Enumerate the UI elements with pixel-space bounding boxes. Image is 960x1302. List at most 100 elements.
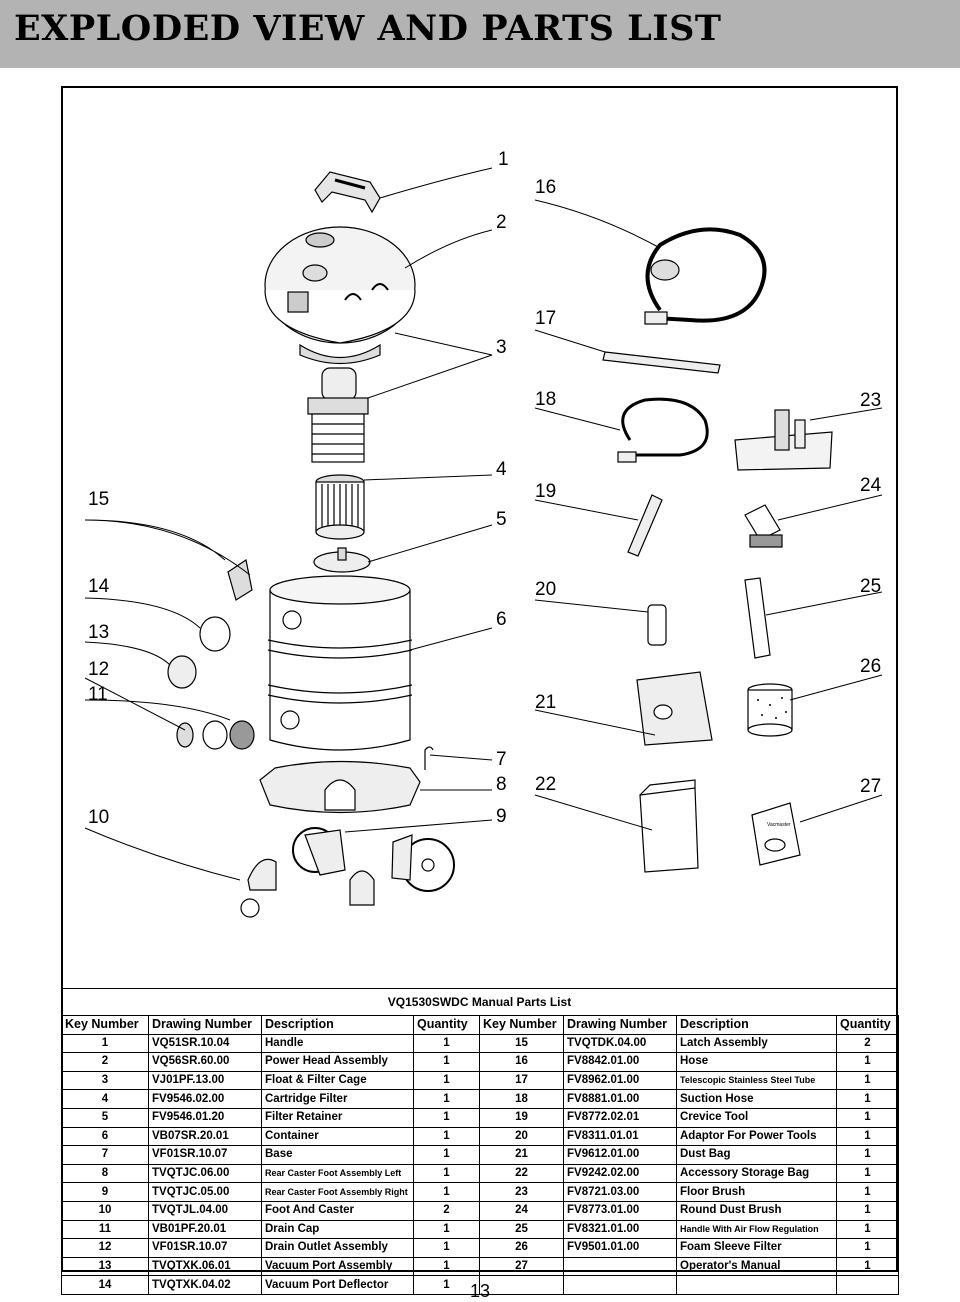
key-number-cell: 6 xyxy=(61,1126,149,1147)
drawing-number-cell: FV8842.01.00 xyxy=(563,1052,677,1072)
key-number-cell: 7 xyxy=(61,1145,149,1165)
callout-2: 2 xyxy=(496,212,507,233)
title-bar: EXPLODED VIEW AND PARTS LIST xyxy=(0,0,960,68)
key-number-cell: 16 xyxy=(479,1052,564,1072)
quantity-cell: 1 xyxy=(836,1070,899,1091)
quantity-cell: 1 xyxy=(836,1126,899,1147)
suction-hose-part xyxy=(617,397,709,463)
drawing-number-cell: VB01PF.20.01 xyxy=(148,1219,262,1240)
handle-part xyxy=(314,171,381,214)
parts-table: Key Number Drawing Number Description Qu… xyxy=(61,1015,899,1295)
callout-25: 25 xyxy=(860,576,881,597)
callout-10: 10 xyxy=(88,807,109,828)
drawing-number-cell: FV8773.01.00 xyxy=(563,1200,677,1221)
callout-27: 27 xyxy=(860,776,881,797)
quantity-cell: 1 xyxy=(836,1089,899,1109)
key-number-cell: 24 xyxy=(479,1200,564,1221)
callout-12: 12 xyxy=(88,659,109,680)
base-part xyxy=(259,760,421,814)
drawing-number-cell: VB07SR.20.01 xyxy=(148,1126,262,1147)
quantity-cell: 1 xyxy=(413,1052,480,1072)
drawing-number-cell: TVQTJC.06.00 xyxy=(148,1163,262,1184)
header-drawing-number: Drawing Number xyxy=(563,1015,677,1035)
key-number-cell: 10 xyxy=(61,1200,149,1221)
quantity-cell: 1 xyxy=(836,1163,899,1184)
key-number-cell: 8 xyxy=(61,1163,149,1184)
key-number-cell: 14 xyxy=(61,1275,149,1295)
callout-23: 23 xyxy=(860,390,881,411)
key-number-cell: 15 xyxy=(479,1033,564,1054)
quantity-cell: 1 xyxy=(413,1182,480,1202)
callout-6: 6 xyxy=(496,609,507,630)
description-cell: Floor Brush xyxy=(676,1182,837,1202)
drawing-number-cell: VQ56SR.60.00 xyxy=(148,1052,262,1072)
foam-sleeve-part xyxy=(747,683,793,737)
callout-26: 26 xyxy=(860,656,881,677)
key-number-cell: 12 xyxy=(61,1238,149,1258)
quantity-cell: 1 xyxy=(413,1089,480,1109)
drawing-number-cell: FV8962.01.00 xyxy=(563,1070,677,1091)
key-number-cell: 22 xyxy=(479,1163,564,1184)
drawing-number-cell: FV8311.01.01 xyxy=(563,1126,677,1147)
header-key-number: Key Number xyxy=(479,1015,564,1035)
filter-retainer-part xyxy=(313,547,371,573)
drawing-number-cell: FV9546.01.20 xyxy=(148,1107,262,1128)
cartridge-filter-part xyxy=(315,474,365,540)
drawing-number-cell: FV9242.02.00 xyxy=(563,1163,677,1184)
drawing-number-cell: TVQTXK.06.01 xyxy=(148,1256,262,1277)
description-cell: Rear Caster Foot Assembly Right xyxy=(261,1182,414,1202)
power-head-part xyxy=(264,226,416,365)
drawing-number-cell: FV8881.01.00 xyxy=(563,1089,677,1109)
description-cell: Drain Cap xyxy=(261,1219,414,1240)
callout-22: 22 xyxy=(535,774,556,795)
callout-18: 18 xyxy=(535,389,556,410)
header-drawing-number: Drawing Number xyxy=(148,1015,262,1035)
quantity-cell: 1 xyxy=(413,1145,480,1165)
drawing-number-cell: FV9612.01.00 xyxy=(563,1145,677,1165)
drawing-number-cell: TVQTJC.05.00 xyxy=(148,1182,262,1202)
callout-16: 16 xyxy=(535,177,556,198)
callout-11: 11 xyxy=(88,684,108,705)
quantity-cell: 1 xyxy=(836,1182,899,1202)
key-number-cell: 27 xyxy=(479,1256,564,1277)
key-number-cell: 5 xyxy=(61,1107,149,1128)
quantity-cell: 2 xyxy=(836,1033,899,1054)
key-number-cell: 23 xyxy=(479,1182,564,1202)
description-cell: Cartridge Filter xyxy=(261,1089,414,1109)
quantity-cell: 1 xyxy=(413,1033,480,1054)
description-cell: Vacuum Port Assembly xyxy=(261,1256,414,1277)
description-cell: Dust Bag xyxy=(676,1145,837,1165)
callout-7: 7 xyxy=(496,749,507,770)
quantity-cell: 1 xyxy=(836,1238,899,1258)
rear-caster-left-part xyxy=(292,827,375,906)
quantity-cell: 1 xyxy=(413,1219,480,1240)
drawing-number-cell: FV8721.03.00 xyxy=(563,1182,677,1202)
key-number-cell: 18 xyxy=(479,1089,564,1109)
key-number-cell: 17 xyxy=(479,1070,564,1091)
callout-numbers: 1 2 3 4 5 6 7 8 9 10 11 12 13 14 15 16 1… xyxy=(88,149,882,828)
description-cell: Float & Filter Cage xyxy=(261,1070,414,1091)
drawing-number-cell: VF01SR.10.07 xyxy=(148,1145,262,1165)
description-cell: Filter Retainer xyxy=(261,1107,414,1128)
description-cell: Accessory Storage Bag xyxy=(676,1163,837,1184)
drawing-number-cell xyxy=(563,1256,677,1277)
description-cell: Foam Sleeve Filter xyxy=(676,1238,837,1258)
callout-1: 1 xyxy=(498,149,509,170)
description-cell: Base xyxy=(261,1145,414,1165)
key-number-cell: 11 xyxy=(61,1219,149,1240)
header-quantity: Quantity xyxy=(413,1015,480,1035)
floor-brush-part xyxy=(734,409,833,471)
description-cell: Hose xyxy=(676,1052,837,1072)
description-cell: Latch Assembly xyxy=(676,1033,837,1054)
